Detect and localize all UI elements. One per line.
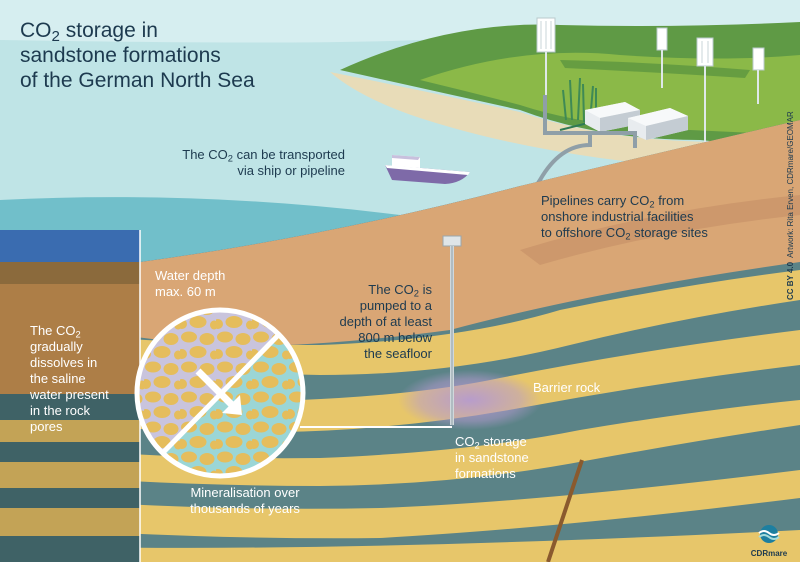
fault-line bbox=[546, 459, 584, 562]
label-co2-storage: CO2 storage in sandstone formations bbox=[455, 434, 529, 481]
label-dissolves: The CO2 gradually dissolves in the salin… bbox=[30, 323, 109, 434]
co2-storage-plume bbox=[398, 370, 542, 430]
page-title: CO2 storage in sandstone formations of t… bbox=[20, 19, 255, 92]
label-pumped-depth: The CO2 is pumped to a depth of at least… bbox=[339, 282, 432, 361]
seafloor-sediment bbox=[0, 120, 800, 346]
label-mineralisation: Mineralisation over thousands of years bbox=[190, 485, 300, 516]
ship-icon bbox=[385, 155, 470, 184]
wind-turbines bbox=[536, 17, 765, 146]
rock-pore-magnifier bbox=[134, 307, 306, 479]
cdrmare-logo: CDRmare bbox=[742, 524, 796, 558]
industrial-facilities-icon bbox=[585, 102, 688, 140]
wave-logo-icon bbox=[758, 525, 780, 543]
label-water-depth: Water depth max. 60 m bbox=[155, 268, 226, 299]
artwork-credit: CC BY 4.0Artwork: Rita Erven, CDRmare/GE… bbox=[786, 111, 795, 300]
label-transport: The CO2 can be transported via ship or p… bbox=[182, 147, 345, 178]
cross-section-face bbox=[0, 230, 141, 562]
sandstone-layer-4 bbox=[0, 470, 800, 539]
arrow-down-right-icon bbox=[195, 368, 242, 415]
injection-well bbox=[442, 235, 462, 425]
label-pipelines: Pipelines carry CO2 from onshore industr… bbox=[541, 193, 708, 242]
label-barrier-rock: Barrier rock bbox=[533, 380, 601, 395]
